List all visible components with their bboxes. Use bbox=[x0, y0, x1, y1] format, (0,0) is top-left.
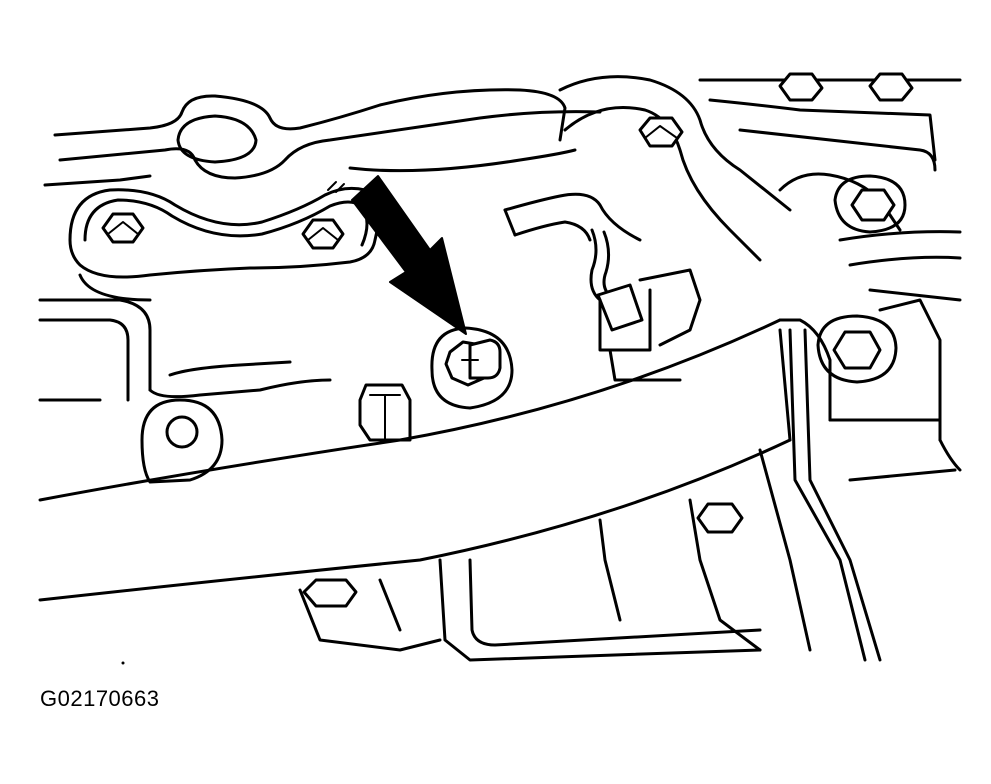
right-bolt-lower bbox=[816, 314, 898, 384]
upper-cover-casting bbox=[43, 88, 602, 193]
right-frame bbox=[828, 298, 962, 482]
indicator-arrow bbox=[351, 175, 467, 335]
lower-mount-bolt bbox=[358, 383, 412, 442]
lower-bolt-right bbox=[696, 502, 744, 534]
top-bolt-a bbox=[778, 72, 824, 102]
right-bolt-upper bbox=[833, 174, 907, 234]
lower-bolt-left bbox=[302, 578, 358, 608]
top-bolt-b bbox=[868, 72, 914, 102]
crossmember-arm bbox=[38, 318, 882, 662]
target-stud-nut bbox=[430, 326, 514, 410]
stray-dot bbox=[121, 661, 125, 665]
flange-bolt-left bbox=[101, 212, 145, 244]
flange-bolt-right bbox=[301, 218, 345, 250]
upper-right-structure bbox=[698, 78, 962, 302]
round-boss bbox=[140, 398, 224, 484]
lower-housing bbox=[298, 448, 812, 662]
bracket-bolt-top bbox=[638, 116, 684, 148]
figure-code: G02170663 bbox=[40, 686, 160, 711]
left-housing bbox=[38, 298, 332, 402]
sensor-connector bbox=[589, 228, 702, 382]
